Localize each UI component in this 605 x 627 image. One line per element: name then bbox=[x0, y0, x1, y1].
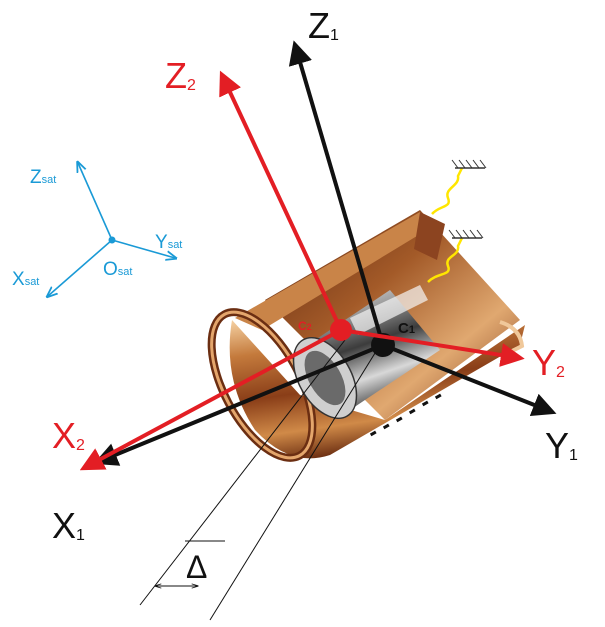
offset-dimension bbox=[139, 339, 381, 621]
frame1-x-axis bbox=[93, 343, 384, 466]
frame2-z-label: Z2 bbox=[165, 55, 196, 96]
frame2-center-label: C2 bbox=[298, 319, 312, 333]
frame1-y-axis bbox=[382, 343, 557, 417]
frame2-x-label: X2 bbox=[52, 415, 85, 456]
sat-x-label: Xsat bbox=[12, 269, 39, 290]
frame1-axes bbox=[93, 40, 557, 466]
frame2-axes bbox=[79, 70, 525, 471]
frame1-center-label: C1 bbox=[398, 320, 415, 337]
sat-y-axis bbox=[111, 239, 175, 258]
sat-origin-dot bbox=[108, 236, 116, 244]
sat-z-label: Zsat bbox=[30, 167, 56, 188]
sat-z-axis bbox=[78, 163, 113, 241]
frame2-z-axis bbox=[219, 70, 343, 331]
frame1-z-label: Z1 bbox=[308, 5, 339, 46]
frame2-y-label: Y2 bbox=[532, 342, 565, 383]
frame1-x-label: X1 bbox=[52, 505, 85, 546]
sat-y-label: Ysat bbox=[155, 232, 182, 253]
offset-delta-label: Δ bbox=[186, 549, 207, 585]
frame1-y-label: Y1 bbox=[545, 425, 578, 466]
sat-x-axis bbox=[48, 239, 113, 296]
sat-frame-axes bbox=[48, 163, 175, 296]
frame2-center-dot bbox=[330, 319, 352, 341]
frame2-x-axis bbox=[79, 328, 342, 471]
frame2-y-axis bbox=[340, 328, 525, 367]
sat-origin-label: Osat bbox=[103, 259, 132, 280]
spring-top bbox=[431, 159, 487, 215]
spring-bottom bbox=[427, 229, 484, 283]
frame1-z-axis bbox=[288, 40, 385, 346]
housing-slots bbox=[369, 393, 442, 437]
